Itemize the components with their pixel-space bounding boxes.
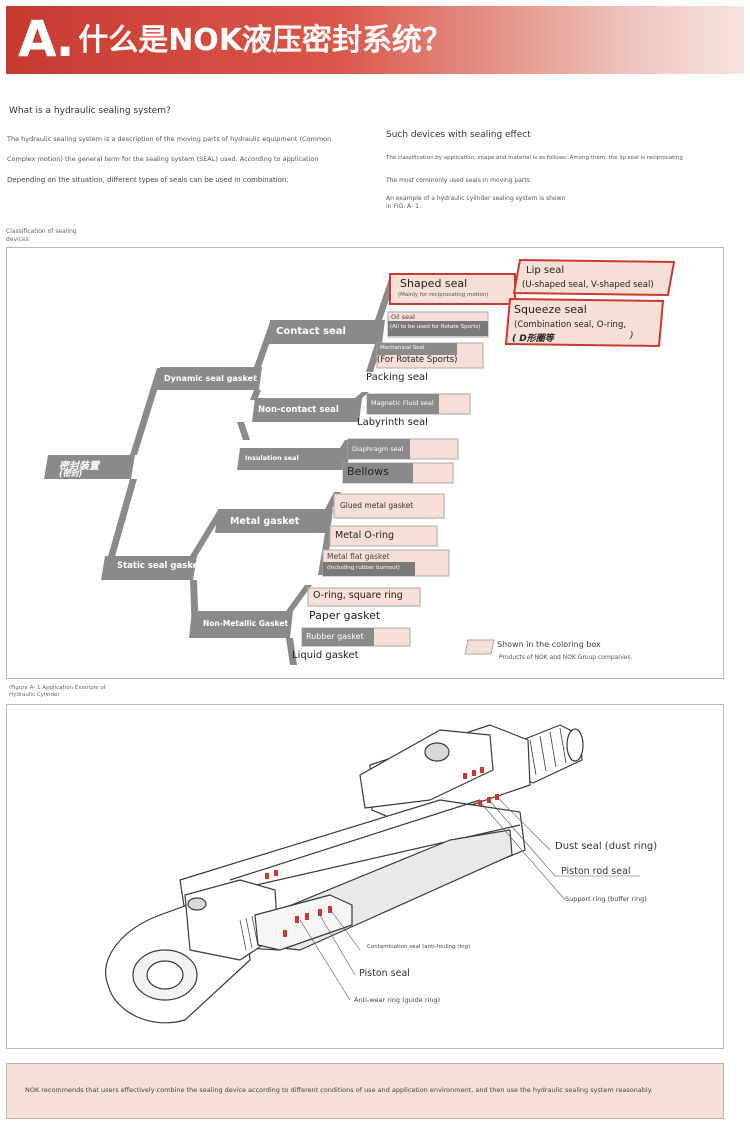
oil-seal-sub: (All to be used for Rotate Sports) (390, 324, 481, 330)
dust-seal-callout: Dust seal (dust ring) (555, 841, 658, 852)
legend-text-2: Products of NOK and NOK Group companies. (499, 654, 633, 661)
non-contact-seal-label: Non-contact seal (258, 405, 339, 415)
root-label-1: 密封装置 (59, 461, 99, 472)
mechanical-seal-sub: (For Rotate Sports) (377, 355, 458, 365)
shaped-seal-sub: (Mainly for reciprocating motion) (398, 292, 489, 298)
liquid-gasket-label: Liquid gasket (292, 650, 359, 661)
anti-wear-ring-callout: Anti-wear ring (guide ring) (354, 996, 441, 1004)
lip-seal-sub: (U-shaped seal, V-shaped seal) (522, 280, 654, 290)
bellows-label: Bellows (347, 465, 389, 478)
legend-text-1: Shown in the coloring box (497, 640, 601, 649)
squeeze-seal-sub: (Combination seal, O-ring, (514, 320, 627, 330)
lip-seal-label: Lip seal (526, 265, 565, 276)
root-label-2: (密封) (59, 469, 83, 478)
intro-left-line-2: Complex motion) the general term for the… (7, 155, 319, 163)
oil-seal-label: Oil seal (391, 313, 415, 321)
classification-caption-1: Classification of sealing (6, 228, 77, 235)
piston-seal-callout: Piston seal (359, 968, 410, 979)
squeeze-seal-label: Squeeze seal (514, 303, 587, 316)
oring-square-ring-label: O-ring, square ring (313, 590, 403, 601)
tree-branches (44, 276, 397, 665)
contact-seal-label: Contact seal (276, 326, 346, 337)
static-seal-label: Static seal gasket (117, 561, 203, 571)
metal-oring-label: Metal O-ring (335, 530, 395, 541)
intro-right-line-4: in FIG. A- 1. (386, 203, 421, 210)
intro-heading: What is a hydraulic sealing system? (9, 106, 171, 116)
recommendation-box: NOK recommends that users effectively co… (6, 1063, 724, 1119)
diaphragm-seal-label: Diaphragm seal (352, 445, 404, 453)
piston-rod-seal-callout: Piston rod seal (561, 866, 631, 877)
shaped-seal-label: Shaped seal (400, 277, 468, 290)
contamination-seal-callout: Contamination seal (anti-fouling ring) (367, 944, 471, 950)
leaf-boxes (301, 258, 676, 655)
intro-right-line-1: The classification by application, shape… (386, 155, 683, 161)
labyrinth-seal-label: Labyrinth seal (357, 417, 428, 428)
recommendation-text: NOK recommends that users effectively co… (25, 1086, 653, 1094)
dynamic-seal-label: Dynamic seal gasket (164, 374, 257, 383)
figure-caption-2: Hydraulic Cylinder (9, 692, 60, 698)
metal-flat-gasket-label: Metal flat gasket (327, 552, 390, 561)
page-title: 什么是NOK液压密封系统？ (78, 23, 453, 58)
section-letter: A. (18, 10, 75, 68)
intro-right-heading: Such devices with sealing effect (386, 130, 531, 140)
figure-caption-1: (Figure A- 1 Application Example of (9, 685, 106, 691)
callout-leaders (299, 796, 640, 1001)
intro-right-line-3: An example of a hydraulic cylinder seali… (386, 195, 566, 202)
metal-gasket-label: Metal gasket (230, 516, 300, 527)
glued-metal-gasket-label: Glued metal gasket (340, 501, 414, 510)
intro-right-line-2: The most commonly used seals in moving p… (386, 177, 530, 184)
mechanical-seal-label: Mechanical Seal (380, 345, 425, 351)
classification-caption-2: devices (6, 236, 29, 243)
paper-gasket-label: Paper gasket (309, 609, 381, 622)
metal-flat-gasket-sub: (Including rubber burnout) (327, 565, 400, 571)
rubber-gasket-label: Rubber gasket (306, 632, 364, 641)
non-metallic-gasket-label: Non-Metallic Gasket (203, 619, 288, 628)
magnetic-seal-label: Magnetic Fluid seal (371, 399, 434, 407)
title-banner: A. 什么是NOK液压密封系统？ (6, 6, 744, 74)
intro-left-line-1: The hydraulic sealing system is a descri… (7, 135, 332, 143)
insulation-seal-label: Insulation seal (245, 454, 299, 462)
squeeze-seal-sub-3: ) (630, 331, 634, 341)
intro-left-line-3: Depending on the situation, different ty… (7, 176, 289, 184)
support-ring-callout: Support ring (buffer ring) (565, 895, 647, 903)
squeeze-seal-sub-2: ( D形圈等 (512, 334, 554, 344)
packing-seal-label: Packing seal (366, 372, 428, 383)
